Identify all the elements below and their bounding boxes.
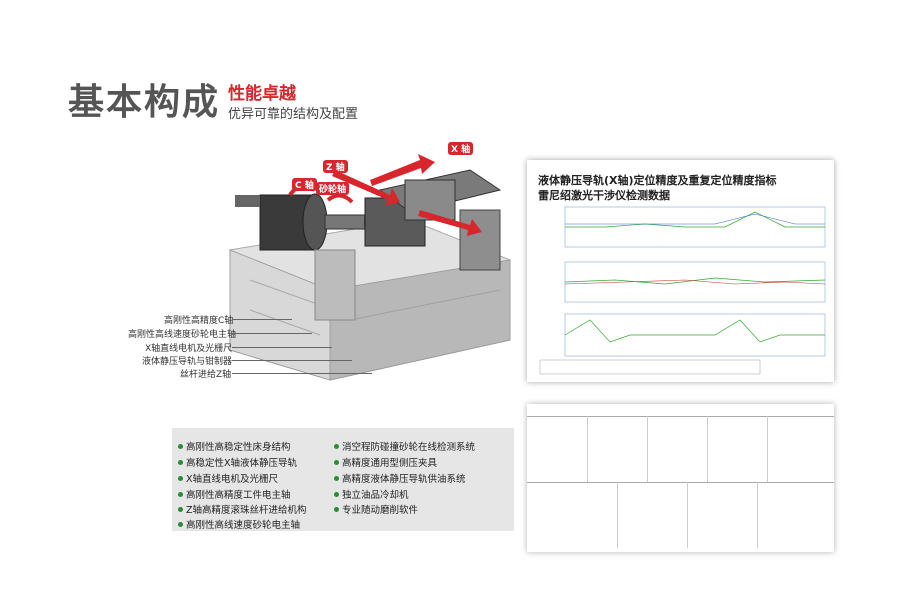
feature-item: 高刚性高线速度砂轮电主轴 — [178, 517, 300, 531]
axis-label-wheel: 砂轮轴 — [316, 182, 350, 195]
feature-item: 高刚性高精度工件电主轴 — [178, 487, 291, 501]
callout-line — [232, 333, 312, 334]
feature-item: 高精度液体静压导轨供油系统 — [334, 471, 466, 485]
feature-item: 独立油品冷却机 — [334, 487, 409, 501]
feature-item: 专业随动磨削软件 — [334, 502, 418, 516]
callout-wheel-spindle: 高刚性高线速度砂轮电主轴 — [128, 330, 237, 340]
callout-c-axis: 高刚性高精度C轴 — [164, 316, 234, 326]
bullet-icon — [334, 507, 339, 512]
report-title-line1: 液体静压导轨(X轴)定位精度及重复定位精度指标 — [538, 174, 777, 187]
axis-label-x: X 轴 — [448, 142, 474, 155]
bullet-icon — [178, 460, 183, 465]
callout-line — [232, 360, 352, 361]
data-table-panel — [527, 404, 834, 552]
callout-linear-motor: X轴直线电机及光栅尺 — [145, 344, 233, 354]
bullet-icon — [178, 507, 183, 512]
bullet-icon — [178, 522, 183, 527]
axis-label-c: C 轴 — [292, 178, 317, 191]
page-title-accent: 性能卓越 — [228, 84, 296, 104]
bullet-icon — [178, 444, 183, 449]
feature-item: Z轴高精度滚珠丝杆进给机构 — [178, 502, 307, 516]
callout-hydrostatic-guide: 液体静压导轨与钳制器 — [142, 357, 233, 367]
machine-illustration — [228, 154, 512, 381]
bullet-icon — [178, 476, 183, 481]
callout-line — [232, 373, 372, 374]
feature-item: 高精度通用型侧压夹具 — [334, 455, 437, 469]
bullet-icon — [334, 460, 339, 465]
feature-item: 高刚性高稳定性床身结构 — [178, 439, 291, 453]
report-title-line2: 雷尼绍激光干涉仪检测数据 — [538, 189, 670, 202]
page-subtitle: 优异可靠的结构及配置 — [228, 107, 359, 122]
page-title: 基本构成 — [68, 82, 221, 123]
report-graphs — [539, 206, 826, 375]
report-panel — [527, 160, 834, 382]
bullet-icon — [334, 476, 339, 481]
features-box — [172, 428, 514, 531]
callout-z-axis: 丝杆进给Z轴 — [180, 370, 232, 380]
bullet-icon — [334, 492, 339, 497]
feature-item: 高稳定性X轴液体静压导轨 — [178, 455, 297, 469]
callout-line — [232, 319, 292, 320]
axis-label-z: Z 轴 — [323, 160, 348, 173]
feature-item: X轴直线电机及光栅尺 — [178, 471, 278, 485]
callout-line — [232, 347, 332, 348]
bullet-icon — [178, 492, 183, 497]
bullet-icon — [334, 444, 339, 449]
feature-item: 消空程防碰撞砂轮在线检测系统 — [334, 439, 475, 453]
